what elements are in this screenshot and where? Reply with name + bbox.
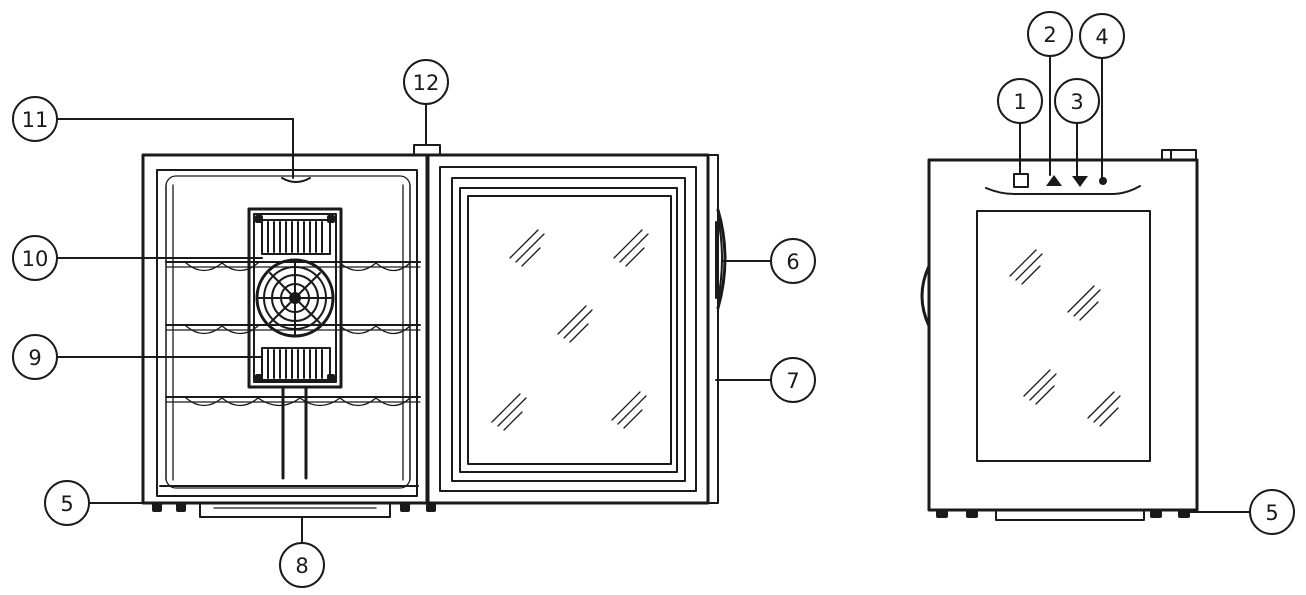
callout-5-left: 5 bbox=[44, 480, 90, 526]
callout-12: 12 bbox=[403, 59, 449, 105]
callout-8: 8 bbox=[279, 542, 325, 588]
callout-4: 4 bbox=[1079, 13, 1125, 59]
heat-sink-fins-upper bbox=[267, 221, 323, 253]
cooling-unit bbox=[247, 207, 343, 389]
front-glass-reflections bbox=[1009, 249, 1121, 427]
front-cabinet bbox=[927, 158, 1199, 512]
front-top-hinge bbox=[1161, 149, 1197, 161]
front-glass bbox=[976, 210, 1151, 462]
svg-text:1: 1 bbox=[1013, 90, 1026, 114]
front-drip-tray bbox=[995, 509, 1145, 521]
down-button-icon bbox=[1072, 176, 1088, 187]
power-button-icon bbox=[1013, 173, 1029, 188]
callout-7: 7 bbox=[770, 357, 816, 403]
svg-text:7: 7 bbox=[786, 369, 799, 393]
svg-text:10: 10 bbox=[22, 247, 49, 271]
heat-sink-upper bbox=[261, 219, 331, 255]
glass-reflections bbox=[491, 229, 649, 431]
interior-light bbox=[281, 177, 311, 183]
cooling-panel bbox=[247, 207, 343, 389]
callout-5-right: 5 bbox=[1249, 489, 1295, 535]
front-handle bbox=[920, 264, 931, 328]
callout-2: 2 bbox=[1027, 11, 1073, 57]
control-panel bbox=[985, 185, 1141, 195]
svg-text:5: 5 bbox=[1265, 501, 1278, 525]
leader-lines bbox=[56, 55, 1251, 544]
cabinet-closed-view bbox=[920, 149, 1199, 521]
door-handle bbox=[716, 208, 727, 310]
door-glass bbox=[467, 195, 672, 465]
svg-text:4: 4 bbox=[1095, 25, 1108, 49]
svg-text:8: 8 bbox=[295, 554, 308, 578]
cabinet-shell bbox=[141, 153, 429, 505]
door-frame bbox=[426, 153, 710, 505]
svg-text:5: 5 bbox=[60, 492, 73, 516]
svg-text:3: 3 bbox=[1070, 90, 1083, 114]
shelf-bottom bbox=[165, 396, 421, 407]
svg-text:6: 6 bbox=[786, 250, 799, 274]
callout-11: 11 bbox=[12, 96, 58, 142]
fan bbox=[255, 258, 335, 338]
callout-6: 6 bbox=[770, 238, 816, 284]
up-button-icon bbox=[1046, 175, 1062, 186]
cabinet-open-view bbox=[141, 144, 441, 518]
shelf-middle bbox=[165, 324, 421, 335]
svg-text:11: 11 bbox=[22, 108, 49, 132]
door-edge bbox=[707, 154, 719, 504]
callout-10: 10 bbox=[12, 235, 58, 281]
drip-tray bbox=[199, 502, 391, 518]
callout-9: 9 bbox=[12, 334, 58, 380]
heat-sink-lower bbox=[261, 347, 331, 381]
cabinet-liner bbox=[165, 175, 411, 489]
svg-text:2: 2 bbox=[1043, 23, 1056, 47]
svg-text:9: 9 bbox=[28, 346, 41, 370]
open-door bbox=[426, 153, 727, 505]
svg-text:12: 12 bbox=[413, 71, 440, 95]
heat-sink-fins-lower bbox=[267, 349, 323, 379]
light-button-icon bbox=[1099, 177, 1107, 185]
callout-1: 1 bbox=[997, 78, 1043, 124]
callout-3: 3 bbox=[1054, 78, 1100, 124]
cabinet-inner-frame bbox=[156, 169, 418, 497]
